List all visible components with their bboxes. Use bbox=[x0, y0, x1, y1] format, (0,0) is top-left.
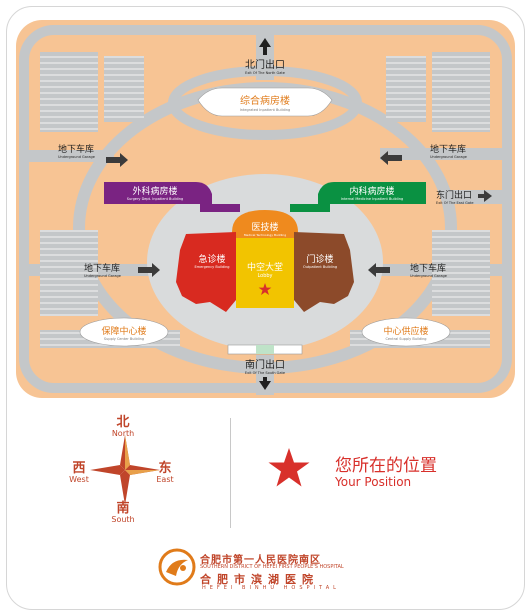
south-gate-label-en: Exit Of The South Gate bbox=[245, 371, 285, 375]
east-garage-road-top bbox=[380, 148, 510, 160]
garage-right-mid-label: 地下车库 bbox=[410, 262, 446, 274]
garage-left-top-label: 地下车库 bbox=[58, 143, 94, 155]
garage-right-mid-label-en: Underground Garage bbox=[410, 274, 447, 278]
central-supply-building bbox=[361, 317, 451, 347]
south-gate-arrow-icon bbox=[259, 377, 271, 390]
compass-east: 东 East bbox=[150, 462, 180, 484]
emergency-label: 急诊楼 bbox=[198, 253, 225, 265]
garage-right-top-label: 地下车库 bbox=[430, 143, 466, 155]
hospital-map: 北门出口 Exit Of The North Gate 综合病房楼 Integr… bbox=[16, 20, 515, 398]
emergency-label-en: Emergency Building bbox=[194, 265, 229, 269]
supply-center-label-en: Supply Center Building bbox=[104, 337, 144, 341]
compass-west-en: West bbox=[69, 474, 89, 484]
surgery-label-en: Surgery Dept. Inpatient Building bbox=[127, 197, 184, 201]
garage-right-top-label-en: Underground Garage bbox=[430, 155, 467, 159]
inpatient-label: 综合病房楼 bbox=[240, 94, 290, 107]
garage-right-top-arrow-icon bbox=[380, 151, 402, 165]
inpatient-label-en: Integrated Inpatient Building bbox=[240, 108, 290, 112]
you-are-here-star-icon bbox=[258, 283, 272, 295]
west-garage-road-top bbox=[24, 150, 114, 162]
hospital-district-en: SOUTHERN DISTRICT OF HEFEI FIRST PEOPLE'… bbox=[200, 564, 344, 570]
compass-south-en: South bbox=[111, 514, 135, 524]
compass-icon bbox=[90, 435, 160, 505]
parking-lots bbox=[40, 52, 490, 348]
supply-center-building bbox=[79, 317, 169, 347]
garage-left-top-arrow-icon bbox=[106, 153, 128, 167]
east-gate-label-en: Exit Of The East Gate bbox=[436, 201, 474, 205]
medtech-label: 医技楼 bbox=[251, 221, 278, 233]
internal-label-en: Internal Medicine Inpatient Building bbox=[341, 197, 403, 201]
compass-west: 西 West bbox=[64, 462, 94, 484]
surgery-label: 外科病房楼 bbox=[132, 185, 177, 197]
garage-left-mid-arrow-icon bbox=[138, 263, 160, 277]
hospital-logo bbox=[158, 548, 196, 586]
surgery-building bbox=[104, 182, 212, 204]
compass-east-en: East bbox=[156, 474, 174, 484]
east-gate-label: 东门出口 bbox=[436, 189, 472, 201]
supply-center-label: 保障中心楼 bbox=[101, 325, 146, 337]
garage-left-mid-label: 地下车库 bbox=[84, 262, 120, 274]
emergency-building bbox=[176, 232, 236, 312]
binhu-hospital-cn: 合肥市滨湖医院 bbox=[200, 573, 319, 586]
garage-left-top-label-en: Underground Garage bbox=[58, 155, 95, 159]
south-gate-label: 南门出口 bbox=[245, 358, 285, 371]
compass-south: 南 South bbox=[108, 502, 138, 524]
internal-label: 内科病房楼 bbox=[349, 185, 394, 197]
central-supply-label: 中心供应楼 bbox=[383, 325, 428, 337]
garage-right-mid-arrow-icon bbox=[368, 263, 390, 277]
north-gate-label: 北门出口 bbox=[245, 58, 285, 71]
binhu-hospital-en: HEFEI BINHU HOSPITAL bbox=[202, 585, 340, 591]
lobby-label-en: Lobby bbox=[257, 273, 272, 279]
legend-your-position-en: Your Position bbox=[335, 475, 412, 489]
inpatient-building bbox=[197, 87, 333, 117]
outpatient-label-en: Outpatient Building bbox=[303, 265, 337, 269]
south-gatehouse-center bbox=[256, 345, 274, 354]
legend-your-position-cn: 您所在的位置 bbox=[335, 456, 437, 476]
compass-north: 北 North bbox=[108, 416, 138, 438]
outpatient-building bbox=[294, 232, 354, 312]
internal-link bbox=[290, 204, 330, 212]
outpatient-label: 门诊楼 bbox=[306, 253, 333, 265]
compass-east-cn: 东 bbox=[158, 461, 172, 476]
compass-north-cn: 北 bbox=[116, 415, 130, 430]
medtech-building bbox=[232, 210, 298, 238]
hospital-name-cn: 合肥市第一人民医院南区 bbox=[200, 555, 321, 566]
compass-west-cn: 西 bbox=[72, 461, 86, 476]
medtech-label-en: Medical Technology Building bbox=[244, 233, 286, 237]
east-gate-arrow-icon bbox=[478, 190, 492, 202]
legend-star-icon bbox=[268, 448, 310, 487]
inpatient-loop bbox=[168, 66, 362, 140]
legend-divider bbox=[230, 418, 231, 528]
north-gate-arrow-icon bbox=[259, 38, 271, 55]
central-supply-label-en: Central Supply Building bbox=[385, 337, 426, 341]
garage-left-mid-label-en: Underground Garage bbox=[84, 274, 121, 278]
internal-building bbox=[318, 182, 426, 204]
compass-north-en: North bbox=[111, 428, 135, 438]
compass-south-cn: 南 bbox=[116, 501, 130, 516]
lobby-label: 中空大堂 bbox=[247, 261, 283, 273]
north-gate-label-en: Exit Of The North Gate bbox=[245, 71, 285, 75]
lobby-building bbox=[236, 238, 294, 308]
south-road bbox=[256, 355, 274, 395]
surgery-link bbox=[200, 204, 240, 212]
